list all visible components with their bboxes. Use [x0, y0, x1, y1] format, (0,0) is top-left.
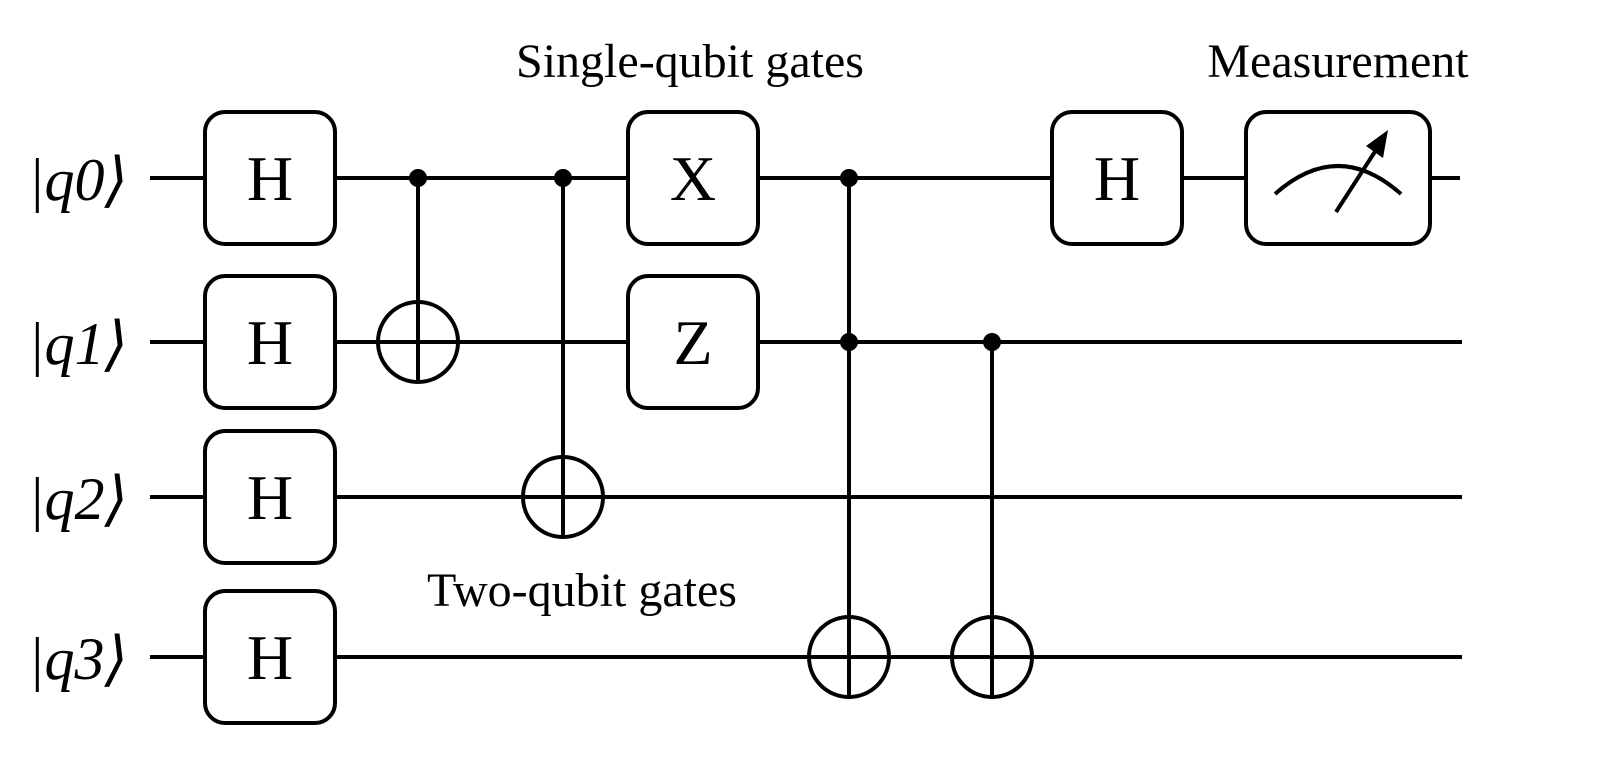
toffoli-target-q3: [807, 615, 891, 699]
measurement-gate-q0: [1244, 110, 1432, 246]
meter-arc-icon: [1273, 164, 1403, 196]
gate-x-q0-box: [626, 110, 760, 246]
control-dot-q0: [409, 169, 427, 187]
cnot-target-q3: [950, 615, 1034, 699]
gate-h-q3: H: [203, 589, 337, 725]
gate-h-q1-box: [203, 274, 337, 410]
qubit-label-1: |q1⟩: [28, 311, 128, 377]
two-qubit-gates-annotation: Two-qubit gates: [427, 564, 737, 617]
gate-h-q0: H: [1050, 110, 1184, 246]
gate-h-q0-box: [1050, 110, 1184, 246]
gate-z-q1: Z: [626, 274, 760, 410]
single-qubit-gates-annotation: Single-qubit gates: [516, 35, 864, 88]
measurement-annotation: Measurement: [1207, 35, 1469, 88]
meter-needle-icon: [1334, 148, 1378, 214]
gate-h-q3-box: [203, 589, 337, 725]
meter-arrowhead-icon: [1366, 130, 1388, 158]
gate-x-q0: X: [626, 110, 760, 246]
control-dot-q0: [840, 169, 858, 187]
qubit-label-2: |q2⟩: [28, 466, 128, 532]
gate-x-q0-label: X: [670, 143, 716, 214]
gate-h-q0-label: H: [247, 143, 293, 214]
gate-h-q1-label: H: [247, 307, 293, 378]
qubit-label-0: |q0⟩: [28, 147, 128, 213]
cnot-target-q2: [521, 455, 605, 539]
qubit-label-3: |q3⟩: [28, 626, 128, 692]
control-dot-q1: [983, 333, 1001, 351]
gate-h-q0-box: [203, 110, 337, 246]
gate-h-q2-label: H: [247, 462, 293, 533]
measurement-gate-q0-box: [1244, 110, 1432, 246]
gate-h-q2: H: [203, 429, 337, 565]
gate-h-q1: H: [203, 274, 337, 410]
gate-z-q1-label: Z: [673, 307, 712, 378]
control-dot-q0: [554, 169, 572, 187]
gate-h-q3-label: H: [247, 622, 293, 693]
gate-h-q2-box: [203, 429, 337, 565]
gate-h-q0: H: [203, 110, 337, 246]
cnot-target-q1: [376, 300, 460, 384]
gate-z-q1-box: [626, 274, 760, 410]
control-dot-q1: [840, 333, 858, 351]
gate-h-q0-label: H: [1094, 143, 1140, 214]
